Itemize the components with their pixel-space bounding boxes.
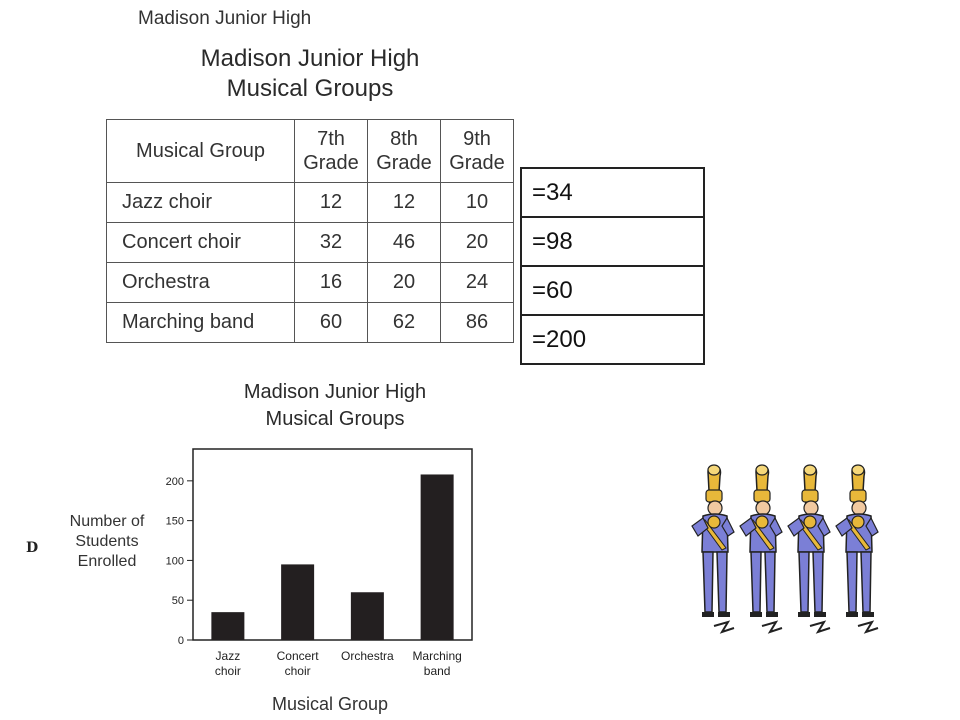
table-title-line2: Musical Groups xyxy=(226,75,394,102)
x-tick-label: choir xyxy=(285,664,311,678)
cell-group: Marching band xyxy=(106,302,295,343)
top-caption: Madison Junior High xyxy=(138,8,312,29)
cell-group: Concert choir xyxy=(106,222,295,263)
header-musical-group: Musical Group xyxy=(106,119,295,183)
cell-9th: 10 xyxy=(440,182,514,223)
cell-group: Orchestra xyxy=(106,262,295,303)
y-tick-label: 100 xyxy=(166,555,184,567)
total-jazz-choir: =34 xyxy=(520,167,705,218)
chart-title-line1: Madison Junior High xyxy=(243,381,427,403)
marching-band-illustration xyxy=(691,464,879,634)
total-marching-band: =200 xyxy=(520,314,705,365)
x-tick-label: choir xyxy=(215,664,241,678)
cell-9th: 20 xyxy=(440,222,514,263)
chart-title-line2: Musical Groups xyxy=(265,408,405,430)
band-member-figure xyxy=(739,464,783,634)
x-tick-label: Orchestra xyxy=(341,649,394,663)
x-tick-label: Jazz xyxy=(216,649,241,663)
y-tick-label: 0 xyxy=(178,635,184,647)
table-row: Jazz choir 12 12 10 xyxy=(106,182,514,223)
row-totals-box: =34 =98 =60 =200 xyxy=(520,167,705,365)
table-row: Concert choir 32 46 20 xyxy=(106,222,514,263)
table-row: Marching band 60 62 86 xyxy=(106,302,514,343)
bar xyxy=(281,564,315,640)
x-tick-label: band xyxy=(424,664,451,678)
x-axis-label: Musical Group xyxy=(271,694,389,714)
cell-7th: 60 xyxy=(294,302,368,343)
y-axis-label: Number of Students Enrolled xyxy=(69,513,145,570)
band-member-figure xyxy=(691,464,735,634)
y-tick-label: 50 xyxy=(172,595,184,607)
cell-7th: 12 xyxy=(294,182,368,223)
x-tick-label: Concert xyxy=(277,649,320,663)
x-tick-label: Marching xyxy=(412,649,461,663)
table-title-line1: Madison Junior High xyxy=(200,45,420,72)
cell-7th: 16 xyxy=(294,262,368,303)
cell-group: Jazz choir xyxy=(106,182,295,223)
plot-frame xyxy=(192,448,473,641)
bar xyxy=(350,592,384,640)
cell-8th: 46 xyxy=(367,222,441,263)
bar xyxy=(420,474,454,640)
total-concert-choir: =98 xyxy=(520,216,705,267)
y-tick-label: 150 xyxy=(166,516,184,528)
cell-9th: 86 xyxy=(440,302,514,343)
y-tick-label: 200 xyxy=(166,476,184,488)
table-title: Madison Junior High Musical Groups xyxy=(150,44,470,104)
bar xyxy=(211,612,245,640)
total-orchestra: =60 xyxy=(520,265,705,316)
cell-7th: 32 xyxy=(294,222,368,263)
cell-8th: 62 xyxy=(367,302,441,343)
band-member-figure xyxy=(787,464,831,634)
answer-option-letter: D xyxy=(26,540,39,556)
table-row: Orchestra 16 20 24 xyxy=(106,262,514,303)
chart-title: Madison Junior High Musical Groups xyxy=(205,379,465,433)
band-member-figure xyxy=(835,464,879,634)
cell-9th: 24 xyxy=(440,262,514,303)
